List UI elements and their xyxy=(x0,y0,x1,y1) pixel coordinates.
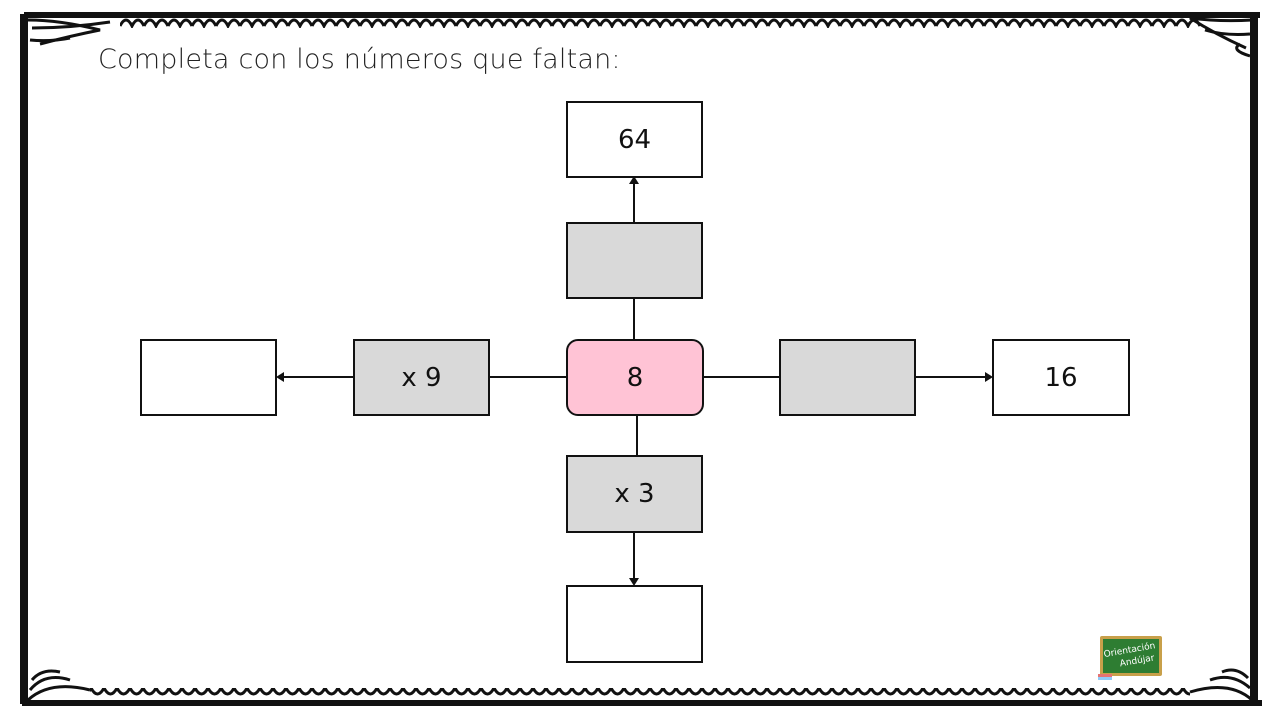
connector-left-arrow-line xyxy=(283,376,355,378)
result-box-up[interactable]: 64 xyxy=(566,101,703,178)
result-box-down[interactable] xyxy=(566,585,703,663)
operation-box-up[interactable] xyxy=(566,222,703,299)
operation-box-left[interactable]: x 9 xyxy=(353,339,490,416)
result-box-left[interactable] xyxy=(140,339,277,416)
page-title: Completa con los números que faltan: xyxy=(98,44,621,75)
result-box-right[interactable]: 16 xyxy=(992,339,1130,416)
operation-box-right[interactable] xyxy=(779,339,916,416)
arrowhead-down-icon xyxy=(629,578,639,586)
connector-up-arrow-line xyxy=(633,182,635,222)
arrowhead-left-icon xyxy=(276,372,284,382)
connector-right-arrow-line xyxy=(914,376,986,378)
orientacion-andujar-logo: Orientación Andújar xyxy=(1098,636,1162,680)
connector-right-line xyxy=(702,376,780,378)
connector-down-line xyxy=(636,414,638,456)
arrowhead-right-icon xyxy=(985,372,993,382)
connector-down-arrow-line xyxy=(633,532,635,580)
connector-left-line xyxy=(488,376,568,378)
operation-box-down[interactable]: x 3 xyxy=(566,455,703,533)
connector-up-line xyxy=(633,298,635,340)
center-number-box: 8 xyxy=(566,339,704,416)
arrowhead-up-icon xyxy=(629,176,639,184)
